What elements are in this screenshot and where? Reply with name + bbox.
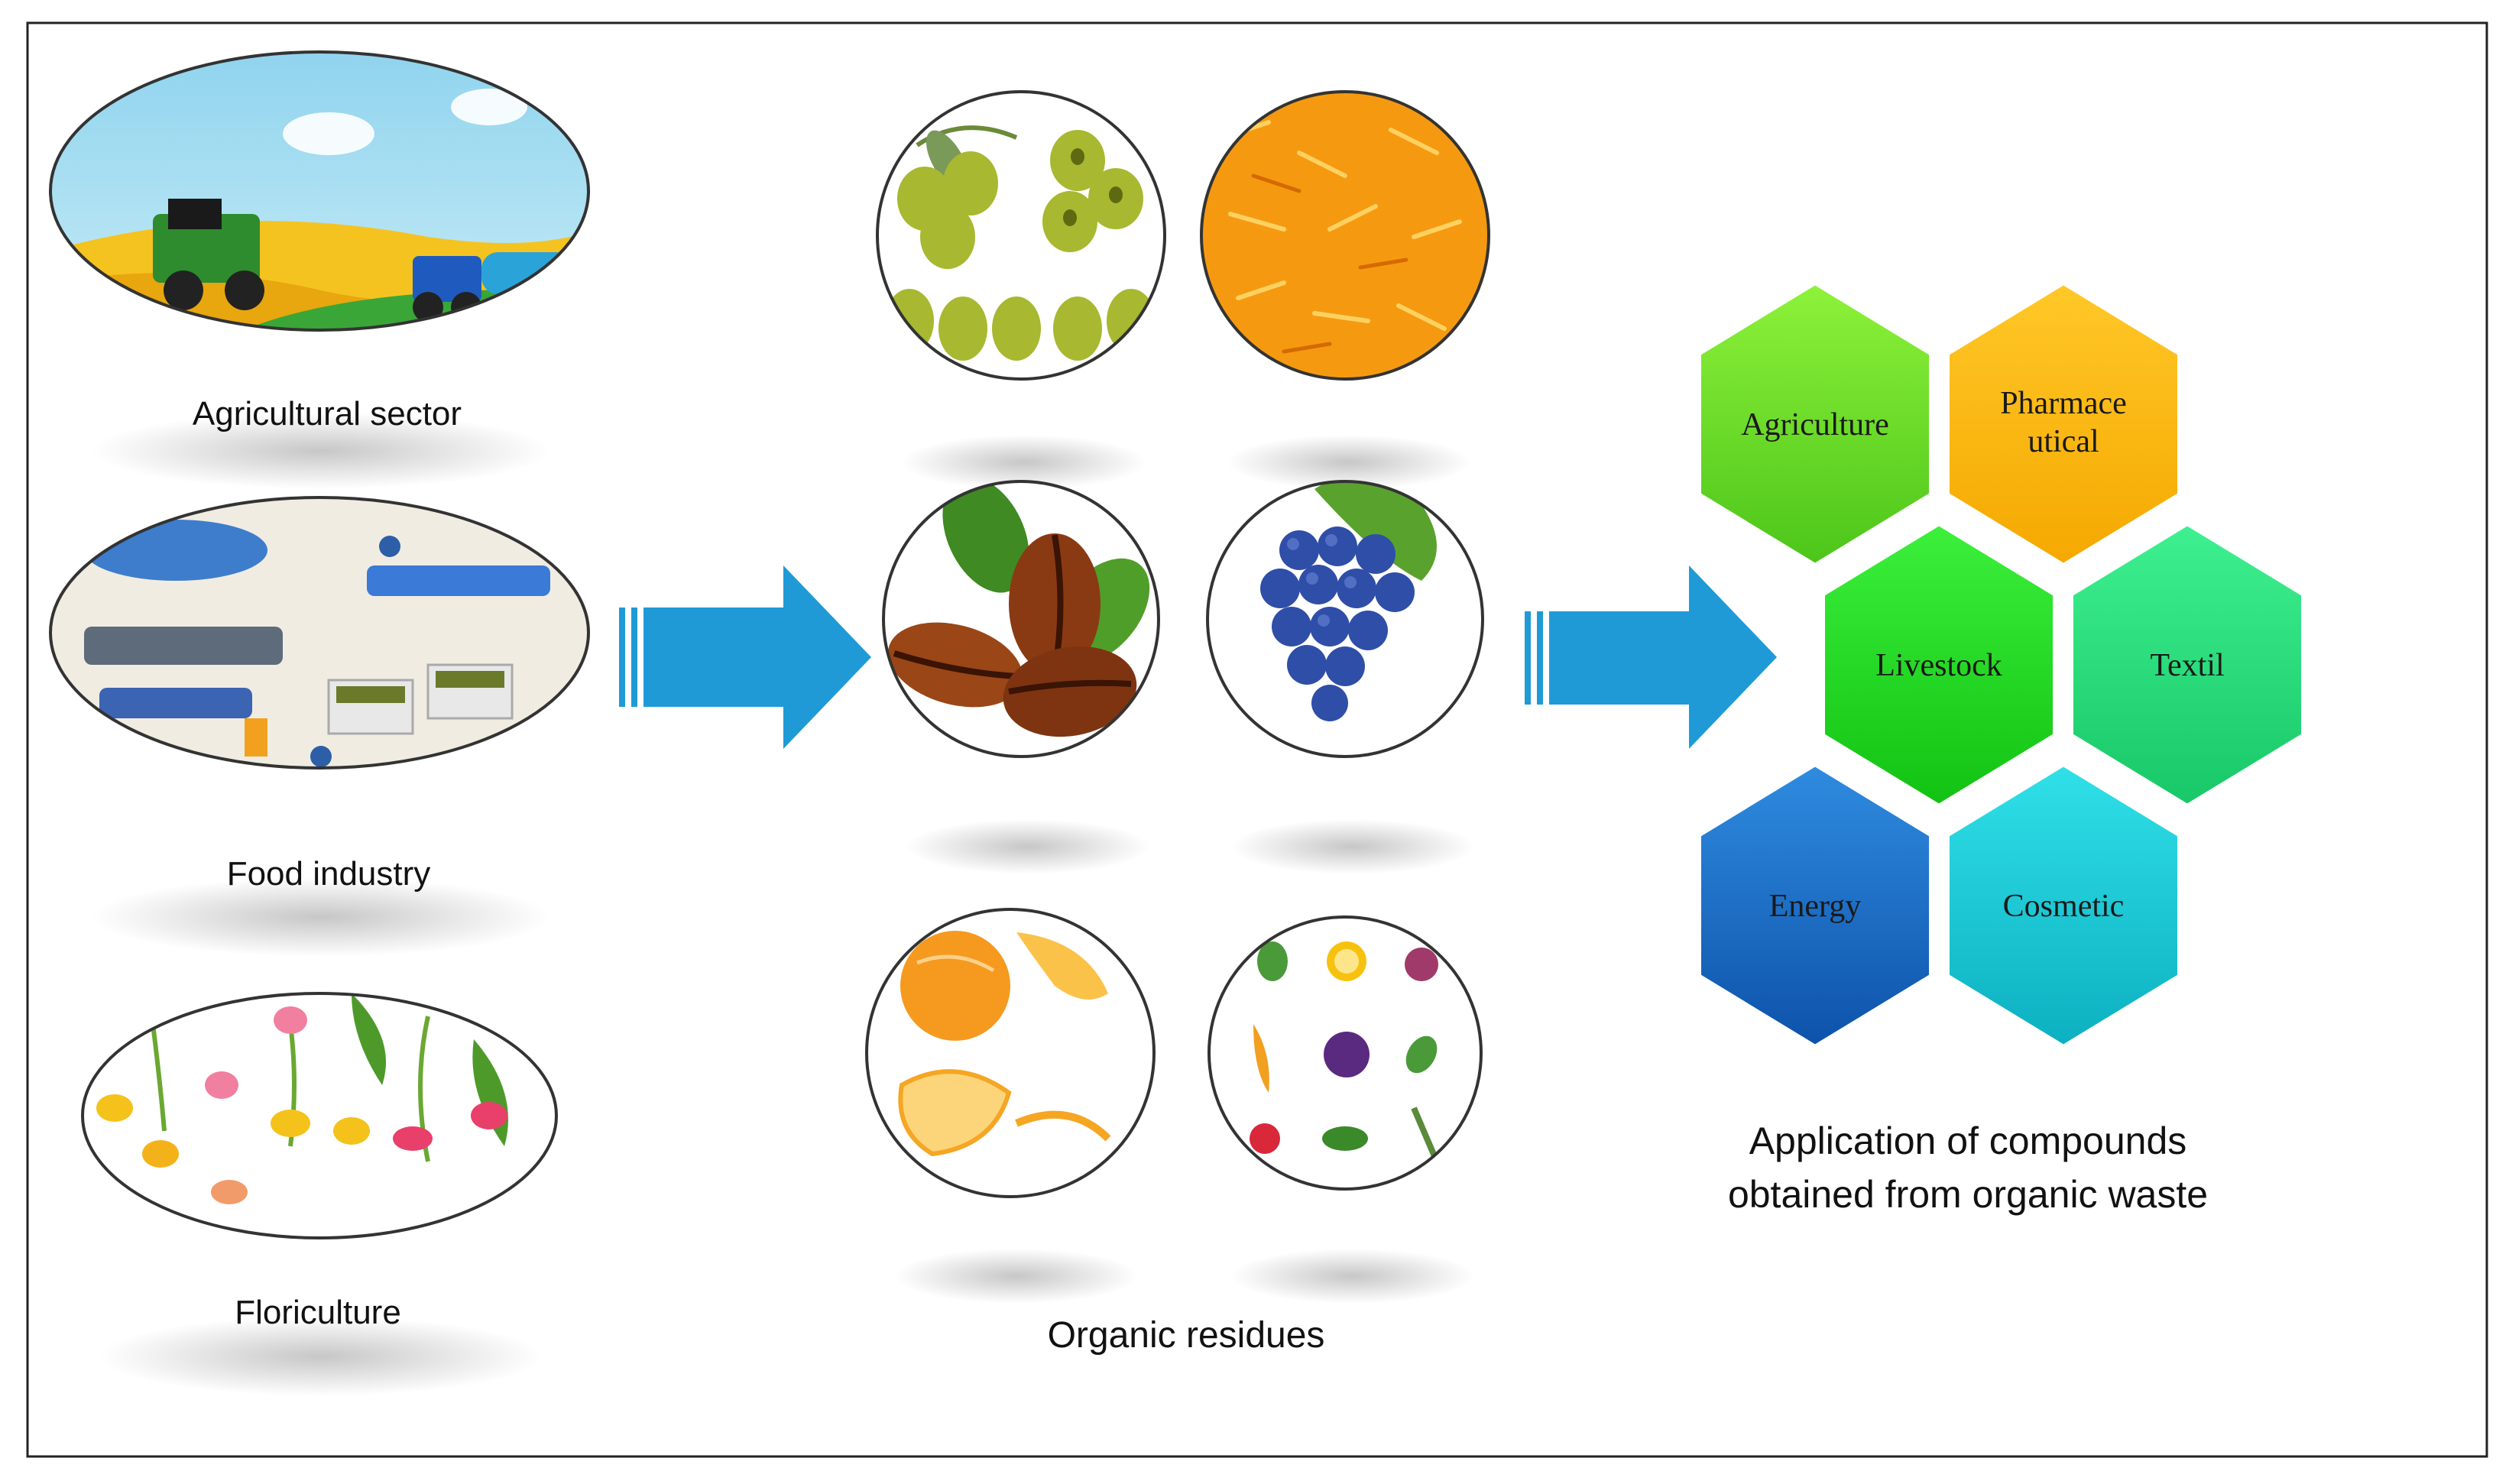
hexagon-energy: Energy	[1697, 761, 1934, 1050]
hexagon-shape	[2069, 520, 2306, 809]
source-label: Floriculture	[235, 1294, 401, 1331]
hexagon-textil: Textil	[2069, 520, 2306, 809]
hexagon-label: Agriculture	[1741, 407, 1889, 442]
hexagon-label-line2: utical	[2028, 424, 2099, 459]
factory-scene-icon	[50, 497, 588, 768]
source-food-industry: Food industry	[49, 496, 590, 957]
hexagon-label: Textil	[2150, 648, 2224, 683]
hexagon-label: Livestock	[1875, 648, 2002, 683]
tangerine-peel-icon	[867, 909, 1154, 1197]
arrow-residues-to-applications	[1525, 565, 1777, 749]
arrow-sources-to-residues	[619, 565, 871, 749]
hexagon-cosmetic: Cosmetic	[1945, 761, 2182, 1050]
hexagon-shape	[1945, 761, 2182, 1050]
hexagon-shape	[1697, 761, 1934, 1050]
residues-label: Organic residues	[1048, 1315, 1325, 1356]
hexagon-shape	[1820, 520, 2057, 809]
grapes-icon	[1207, 481, 1483, 757]
agriculture-scene-icon	[50, 52, 588, 330]
source-floriculture: Floriculture	[81, 992, 558, 1396]
hexagon-shape	[1697, 280, 1934, 569]
coffee-beans-icon	[883, 481, 1159, 757]
mixed-fruit-icon	[1209, 917, 1481, 1188]
flowers-scene-icon	[83, 993, 556, 1238]
source-label: Food industry	[227, 855, 431, 893]
olives-icon	[877, 92, 1165, 379]
source-label: Agricultural sector	[193, 395, 462, 433]
hexagon-label: Energy	[1769, 889, 1862, 924]
hexagon-livestock: Livestock	[1820, 520, 2057, 809]
hexagon-label: Cosmetic	[2003, 889, 2125, 924]
applications-caption-line2: obtained from organic waste	[1728, 1173, 2208, 1216]
applications-caption-line1: Application of compounds	[1749, 1119, 2187, 1162]
residues-group: Organic residues	[865, 90, 1490, 1356]
hexagon-shape	[1945, 280, 2182, 569]
hexagon-agriculture: Agriculture	[1697, 280, 1934, 569]
hexagon-label: Pharmace	[2000, 386, 2127, 421]
source-agricultural-sector: Agricultural sector	[49, 50, 590, 489]
